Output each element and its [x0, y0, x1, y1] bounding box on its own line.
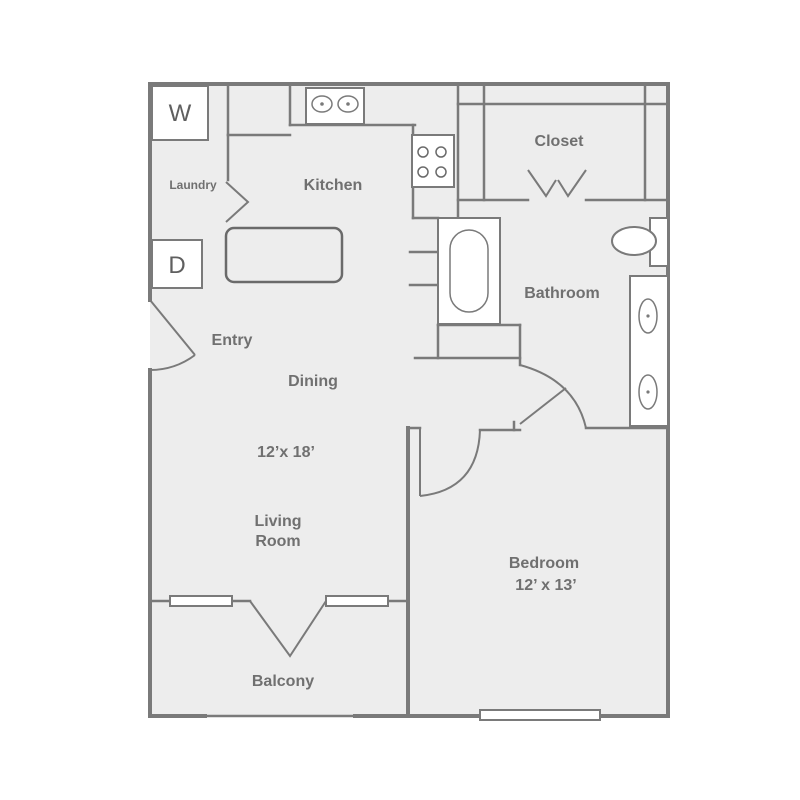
dryer-box: [151, 239, 203, 289]
entry-label: Entry: [212, 332, 253, 349]
washer-box: [151, 85, 209, 141]
kitchen-label: Kitchen: [304, 177, 363, 194]
living-size-label: 12’x 18’: [257, 444, 315, 461]
balcony-label: Balcony: [252, 673, 314, 690]
kitchen-island: [224, 226, 344, 284]
bedroom-window: [479, 709, 601, 721]
laundry-label: Laundry: [169, 178, 217, 192]
hall-floor: [438, 360, 528, 430]
bathroom-door: [519, 364, 587, 429]
balcony-door: [249, 600, 327, 658]
balcony-window-right: [325, 595, 389, 607]
bedroom-label: Bedroom: [509, 555, 579, 572]
entry-door: [149, 299, 196, 371]
toilet: [611, 217, 669, 267]
double-vanity: [629, 275, 669, 427]
dryer-label: D: [168, 252, 185, 279]
bathroom-label: Bathroom: [524, 285, 600, 302]
laundry-door: [225, 181, 250, 223]
interior-walls: [148, 82, 670, 718]
balcony-window-left: [169, 595, 233, 607]
kitchen-sink: [305, 87, 365, 125]
bathtub: [437, 217, 501, 325]
dining-label: Dining: [288, 373, 338, 390]
washer-label: W: [169, 100, 192, 127]
living-label-line2: Room: [255, 533, 300, 550]
living-label-line1: Living: [254, 513, 301, 530]
bedroom-size-label: 12’ x 13’: [515, 577, 576, 594]
stove: [411, 134, 455, 188]
closet-label: Closet: [535, 133, 585, 150]
closet-doors: [527, 169, 587, 198]
bedroom-door: [419, 428, 481, 497]
